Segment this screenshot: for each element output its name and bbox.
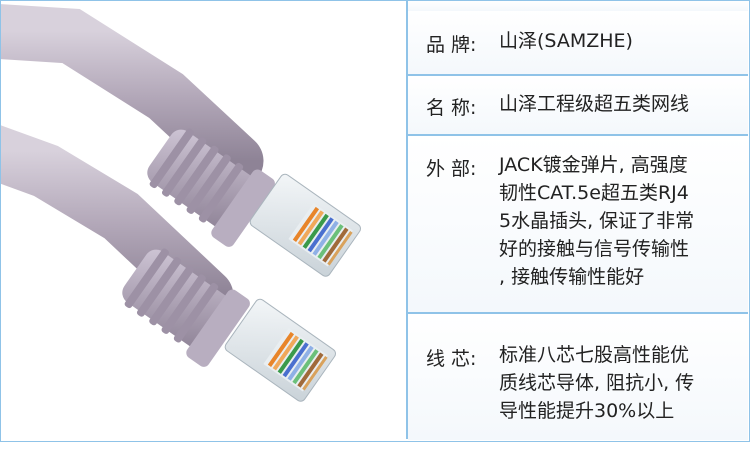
spec-row-name: 名 称: 山泽工程级超五类网线 (408, 76, 748, 136)
cable-image (1, 1, 406, 439)
spec-key-brand: 品 牌: (426, 34, 477, 56)
spec-key-exterior: 外 部: (426, 158, 477, 180)
spec-key-core: 线 芯: (426, 348, 477, 370)
spec-value-core: 标准八芯七股高性能优 质线芯导体, 阻抗小, 传 导性能提升30%以上 (499, 344, 695, 422)
spec-row-core: 线 芯: 标准八芯七股高性能优 质线芯导体, 阻抗小, 传 导性能提升30%以上 (408, 314, 748, 440)
spec-value-name: 山泽工程级超五类网线 (499, 93, 690, 115)
product-photo (1, 1, 408, 439)
spec-value-brand: 山泽(SAMZHE) (499, 30, 633, 52)
spec-row-exterior: 外 部: JACK镀金弹片, 高强度 韧性CAT.5e超五类RJ4 5水晶插头,… (408, 136, 748, 314)
spec-table-top (408, 1, 748, 11)
spec-row-brand: 品 牌: 山泽(SAMZHE) (408, 11, 748, 76)
spec-table: 品 牌: 山泽(SAMZHE) 名 称: 山泽工程级超五类网线 外 部: JAC… (408, 11, 748, 440)
spec-value-exterior: JACK镀金弹片, 高强度 韧性CAT.5e超五类RJ4 5水晶插头, 保证了非… (499, 154, 695, 288)
spec-key-name: 名 称: (426, 97, 477, 119)
